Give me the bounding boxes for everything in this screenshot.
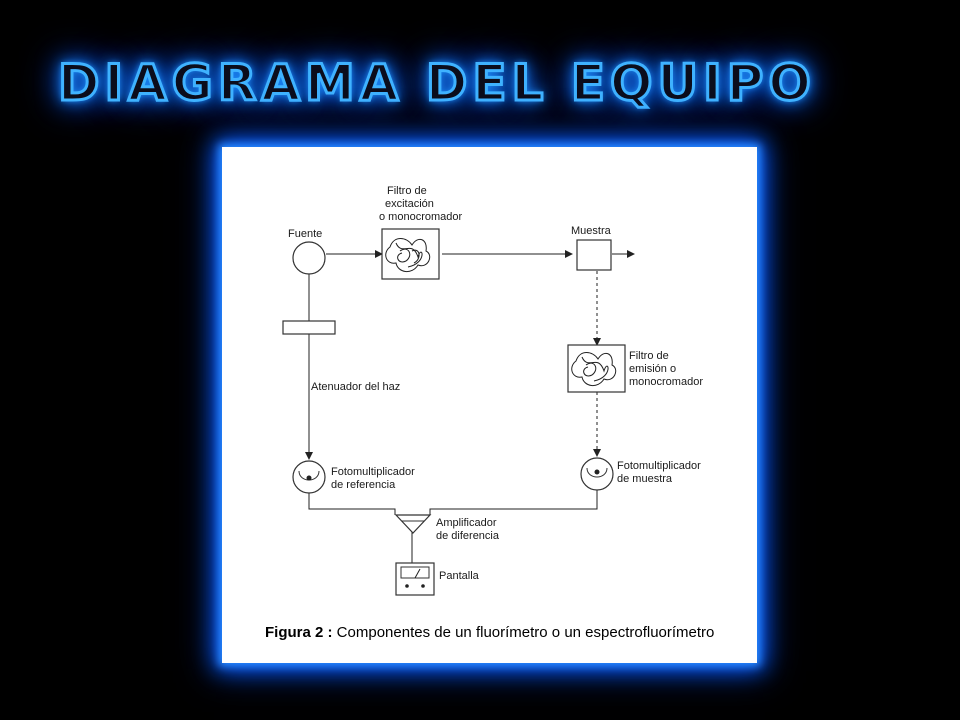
label-atenuador: Atenuador del haz (311, 381, 400, 393)
beam-attenuator (282, 320, 336, 335)
emission-filter (567, 344, 626, 393)
label-excitation-1: Filtro de (387, 185, 427, 197)
label-amplificador-1: Amplificador (436, 517, 497, 529)
slide-title: DIAGRAMA DEL EQUIPO (57, 54, 816, 112)
label-foto-muestra-2: de muestra (617, 473, 673, 485)
label-fuente: Fuente (288, 228, 322, 240)
label-foto-muestra-1: Fotomultiplicador (617, 460, 701, 472)
label-emission-3: monocromador (629, 376, 703, 388)
fluorimeter-diagram: Fuente Filtro de excitación o monocromad… (265, 185, 714, 641)
label-excitation-2: excitación (385, 198, 434, 210)
label-foto-ref-1: Fotomultiplicador (331, 466, 415, 478)
label-muestra: Muestra (571, 225, 612, 237)
label-foto-ref-2: de referencia (331, 479, 396, 491)
sample-photomultiplier (580, 457, 614, 491)
figure-caption-text: Componentes de un fluorímetro o un espec… (333, 624, 715, 641)
figure-caption: Figura 2 : Componentes de un fluorímetro… (265, 624, 714, 641)
figure-panel: Fuente Filtro de excitación o monocromad… (222, 147, 757, 663)
display-meter (395, 562, 435, 596)
label-excitation-3: o monocromador (379, 211, 462, 223)
connection-lines (305, 250, 635, 563)
reference-photomultiplier (292, 460, 326, 494)
sample-cell (576, 239, 612, 271)
figure-caption-bold: Figura 2 : (265, 624, 333, 641)
difference-amplifier (394, 514, 432, 534)
label-emission-1: Filtro de (629, 350, 669, 362)
label-pantalla: Pantalla (439, 570, 480, 582)
label-amplificador-2: de diferencia (436, 530, 500, 542)
label-emission-2: emisión o (629, 363, 676, 375)
light-source (292, 241, 326, 275)
excitation-filter (381, 228, 440, 280)
